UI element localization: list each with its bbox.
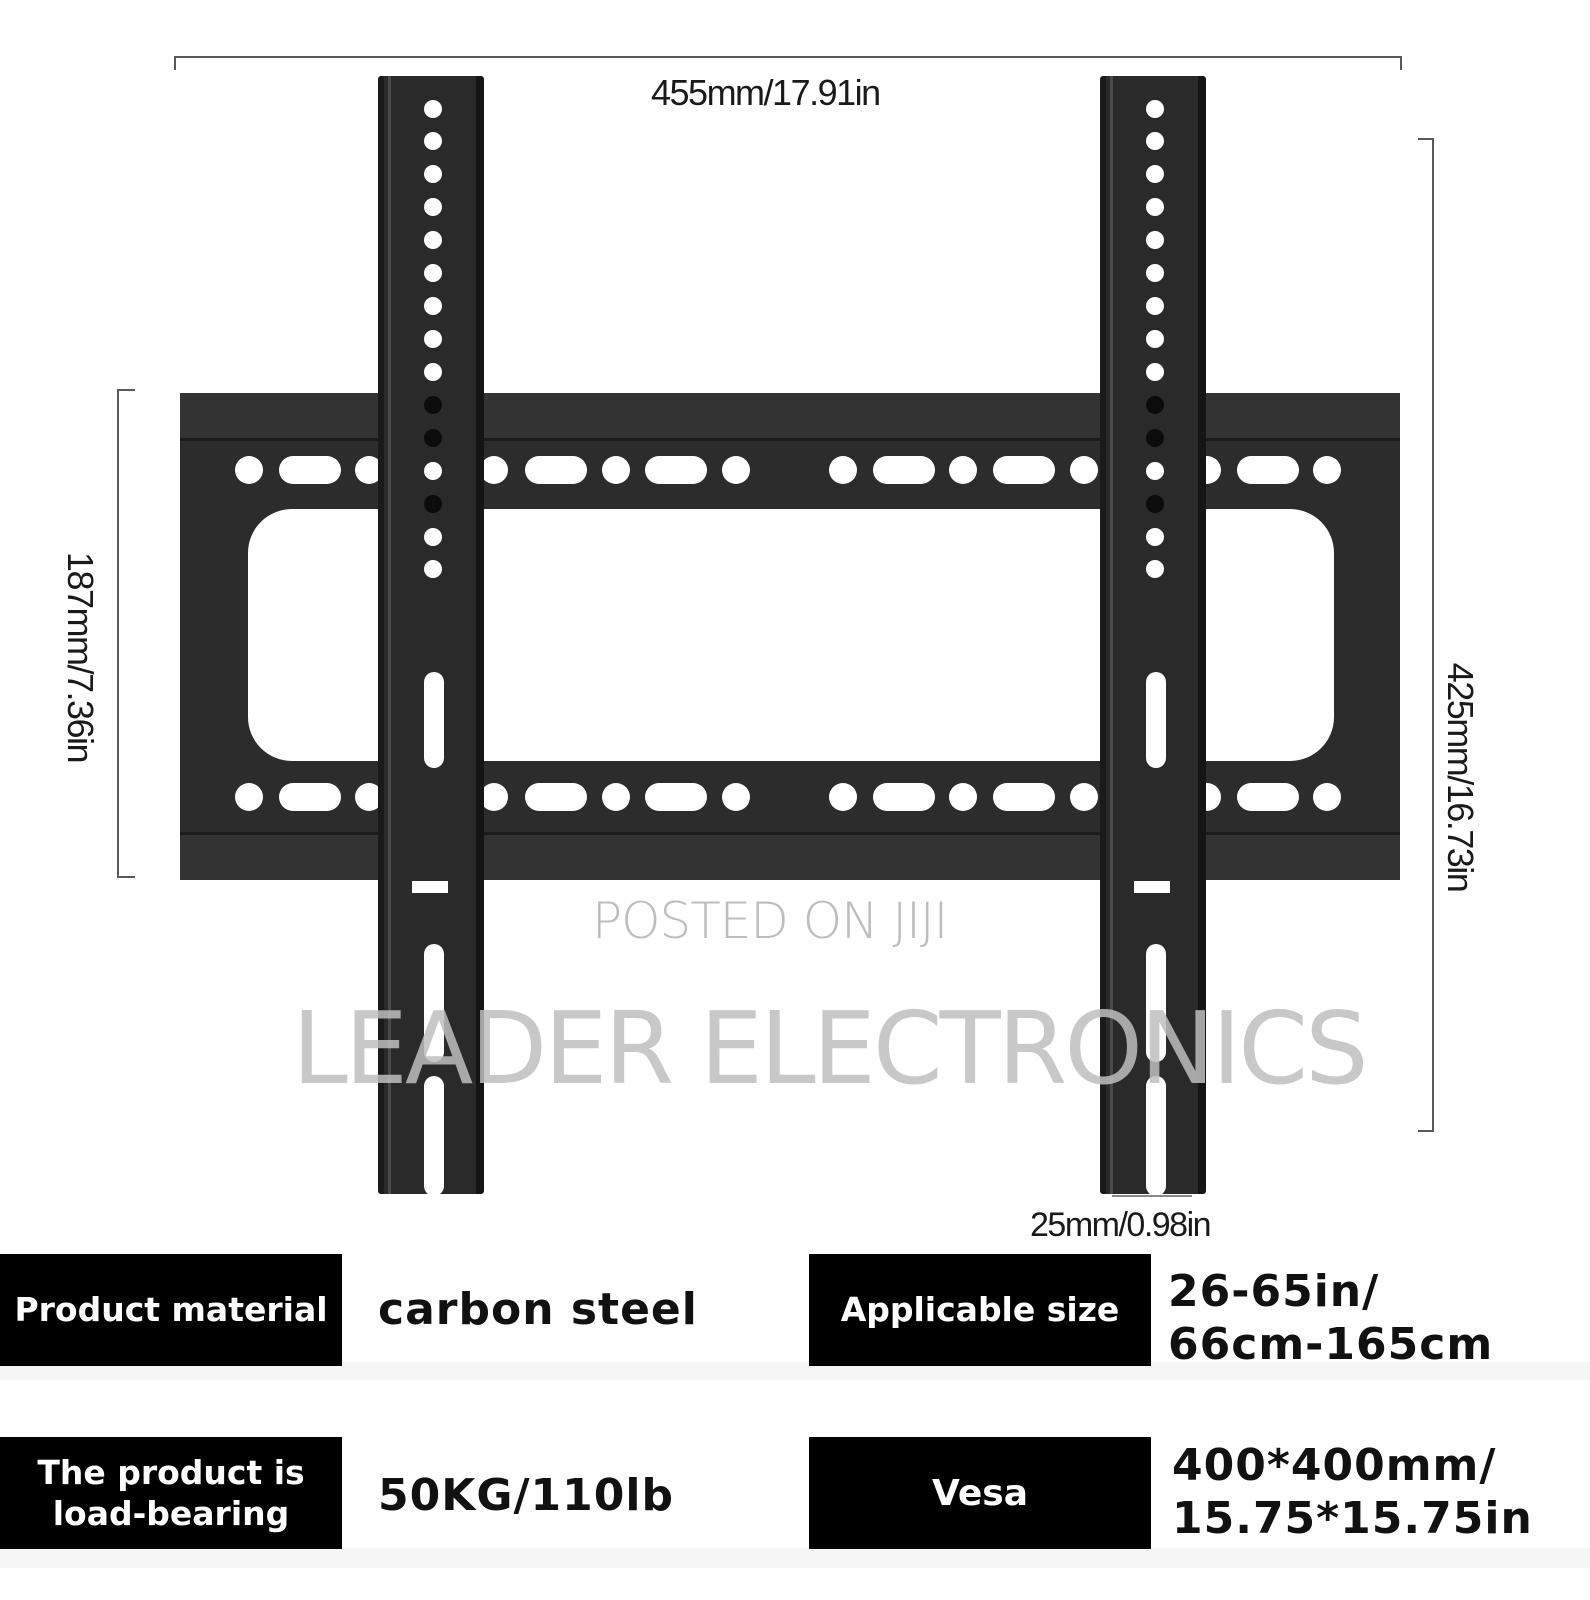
spec-value-applicable-size: 26-65in/ 66cm-165cm [1168,1266,1494,1370]
spec-row-1-band [0,1362,1590,1380]
width-dimension-line [174,56,1402,58]
right-height-tick-bottom [1418,1130,1434,1132]
right-height-dimension-line [1432,138,1434,1132]
width-dimension-tick-right [1400,56,1402,70]
wall-plate-bottom-flange [180,832,1400,880]
left-height-dimension-line [117,389,119,878]
left-height-dimension-label: 187mm/7.36in [60,551,101,763]
watermark-posted-on: POSTED ON JIJI [592,892,948,950]
right-height-tick-top [1418,138,1434,140]
wall-plate [180,393,1400,880]
left-height-tick-bottom [117,876,135,878]
spec-value-load-bearing: 50KG/110lb [378,1470,674,1521]
right-vertical-arm [1100,76,1206,1196]
arm-width-dimension-label: 25mm/0.98in [1030,1206,1212,1244]
spec-label-applicable-size: Applicable size [809,1254,1151,1366]
spec-value-material: carbon steel [378,1284,698,1335]
spec-label-material: Product material [0,1254,342,1366]
wall-plate-bottom-holes [235,783,1345,813]
left-vertical-arm [378,76,484,1196]
spec-label-load-bearing: The product is load-bearing [0,1437,342,1549]
width-dimension-label: 455mm/17.91in [651,72,881,113]
spec-label-vesa: Vesa [809,1437,1151,1549]
spec-value-vesa: 400*400mm/ 15.75*15.75in [1172,1440,1533,1544]
spec-row-2-band [0,1548,1590,1568]
right-height-dimension-label: 425mm/16.73in [1440,662,1481,892]
left-height-tick-top [117,389,135,391]
wall-plate-top-flange [180,393,1400,441]
watermark-seller: LEADER ELECTRONICS [292,990,1369,1107]
arm-width-bracket [1112,1195,1192,1197]
width-dimension-tick-left [174,56,176,70]
